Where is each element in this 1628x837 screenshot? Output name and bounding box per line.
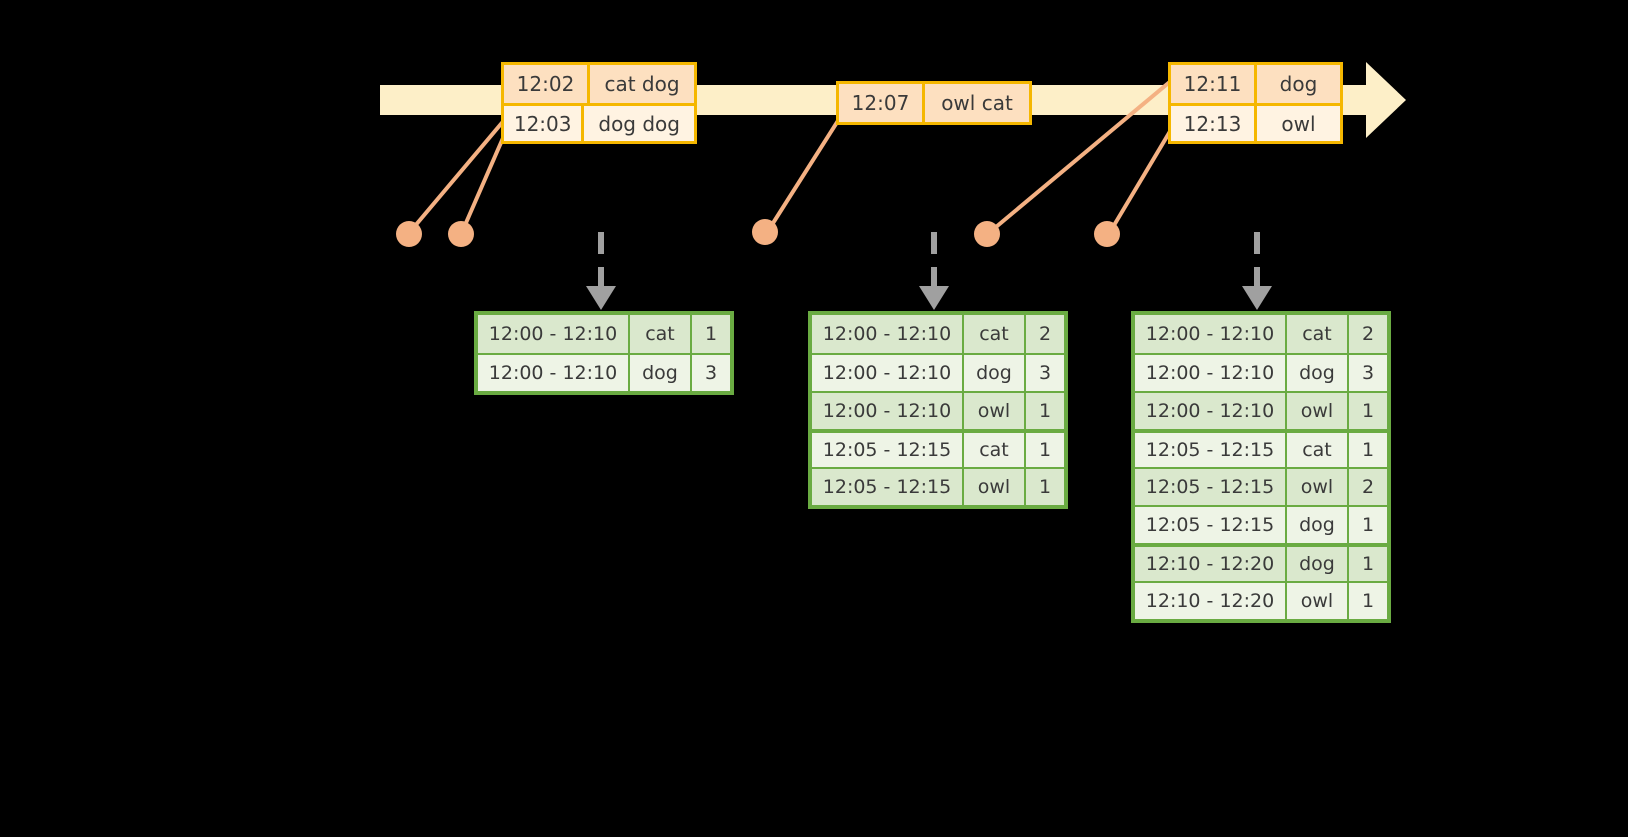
count-cell: 2 <box>1349 469 1387 505</box>
event-row: 12:13 owl <box>1171 103 1340 141</box>
count-cell: 1 <box>692 315 730 353</box>
window-cell: 12:05 - 12:15 <box>1135 469 1287 505</box>
count-cell: 1 <box>1026 393 1064 429</box>
count-cell: 3 <box>1026 355 1064 391</box>
window-cell: 12:00 - 12:10 <box>812 315 964 353</box>
window-cell: 12:10 - 12:20 <box>1135 583 1287 619</box>
count-cell: 1 <box>1026 433 1064 467</box>
count-cell: 3 <box>1349 355 1387 391</box>
key-cell: owl <box>1287 393 1349 429</box>
key-cell: cat <box>1287 433 1349 467</box>
event-time: 12:11 <box>1171 65 1257 103</box>
window-cell: 12:00 - 12:10 <box>478 315 630 353</box>
count-cell: 1 <box>1349 507 1387 543</box>
event-dot-3 <box>752 219 778 245</box>
event-row: 12:02 cat dog <box>504 65 694 103</box>
event-dot-1 <box>396 221 422 247</box>
timeline-arrowhead-icon <box>1366 62 1406 138</box>
event-box-2[interactable]: 12:07 owl cat <box>836 81 1032 125</box>
window-cell: 12:10 - 12:20 <box>1135 547 1287 581</box>
count-cell: 2 <box>1349 315 1387 353</box>
count-cell: 3 <box>692 355 730 391</box>
event-row: 12:11 dog <box>1171 65 1340 103</box>
key-cell: cat <box>964 433 1026 467</box>
key-cell: dog <box>1287 507 1349 543</box>
key-cell: cat <box>630 315 692 353</box>
count-cell: 1 <box>1026 469 1064 505</box>
key-cell: owl <box>1287 583 1349 619</box>
event-time: 12:07 <box>839 84 925 122</box>
window-cell: 12:05 - 12:15 <box>812 469 964 505</box>
key-cell: cat <box>964 315 1026 353</box>
event-row: 12:03 dog dog <box>504 103 694 141</box>
emit-arrow-icon-2 <box>919 232 949 310</box>
window-cell: 12:05 - 12:15 <box>1135 507 1287 543</box>
event-value: owl cat <box>925 84 1029 122</box>
event-value: dog <box>1257 65 1340 103</box>
count-cell: 2 <box>1026 315 1064 353</box>
event-box-3[interactable]: 12:11 dog 12:13 owl <box>1168 62 1343 144</box>
event-dot-5 <box>1094 221 1120 247</box>
count-cell: 1 <box>1349 433 1387 467</box>
event-time: 12:03 <box>504 106 585 141</box>
event-dot-2 <box>448 221 474 247</box>
count-cell: 1 <box>1349 393 1387 429</box>
emit-arrow-icon-3 <box>1242 232 1272 310</box>
event-time: 12:13 <box>1171 106 1257 141</box>
window-cell: 12:00 - 12:10 <box>478 355 630 391</box>
key-cell: dog <box>1287 355 1349 391</box>
count-cell: 1 <box>1349 547 1387 581</box>
window-cell: 12:00 - 12:10 <box>812 355 964 391</box>
window-cell: 12:00 - 12:10 <box>1135 355 1287 391</box>
key-cell: owl <box>964 393 1026 429</box>
key-cell: owl <box>964 469 1026 505</box>
window-cell: 12:00 - 12:10 <box>1135 393 1287 429</box>
count-cell: 1 <box>1349 583 1387 619</box>
key-cell: dog <box>964 355 1026 391</box>
event-dot-4 <box>974 221 1000 247</box>
key-cell: dog <box>1287 547 1349 581</box>
key-cell: cat <box>1287 315 1349 353</box>
key-cell: owl <box>1287 469 1349 505</box>
window-cell: 12:00 - 12:10 <box>812 393 964 429</box>
event-time: 12:02 <box>504 65 590 103</box>
event-row: 12:07 owl cat <box>839 84 1029 122</box>
event-value: owl <box>1281 111 1316 136</box>
event-box-1[interactable]: 12:02 cat dog 12:03 dog dog <box>501 62 697 144</box>
event-value: cat dog <box>590 65 694 103</box>
emit-arrow-icon-1 <box>586 232 616 310</box>
window-cell: 12:00 - 12:10 <box>1135 315 1287 353</box>
key-cell: dog <box>630 355 692 391</box>
window-cell: 12:05 - 12:15 <box>1135 433 1287 467</box>
event-value: dog dog <box>598 111 680 136</box>
window-cell: 12:05 - 12:15 <box>812 433 964 467</box>
